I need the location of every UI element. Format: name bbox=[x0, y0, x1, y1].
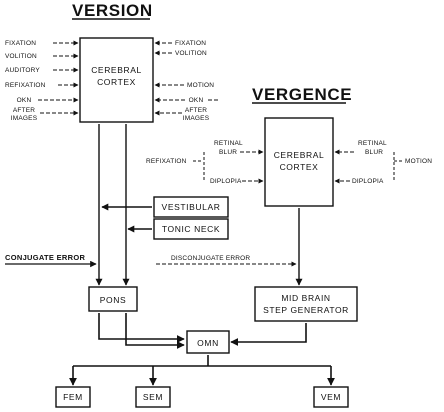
vem-label: VEM bbox=[321, 392, 341, 402]
input-okn-right: OKN bbox=[189, 97, 204, 104]
pons-box bbox=[88, 286, 138, 312]
input-motion-right: MOTION bbox=[187, 82, 214, 89]
input-okn-left: OKN bbox=[17, 97, 32, 104]
vestibular-box bbox=[153, 196, 229, 218]
input-refixation-left: REFIXATION bbox=[5, 82, 46, 89]
vergence-diplopia-left: DIPLOPIA bbox=[210, 178, 242, 185]
vergence-motion-right: MOTION bbox=[405, 158, 432, 165]
vergence-diplopia-right: DIPLOPIA bbox=[352, 178, 384, 185]
vergence-retinal-left: RETINAL bbox=[214, 140, 243, 147]
input-after-right: AFTER bbox=[185, 107, 207, 114]
pons-label: PONS bbox=[100, 295, 127, 305]
vergence-cerebral-cortex-box bbox=[264, 117, 334, 207]
omn-box bbox=[186, 330, 230, 354]
tonic-neck-label: TONIC NECK bbox=[162, 224, 220, 234]
vergence-refixation-left: REFIXATION bbox=[146, 158, 187, 165]
input-fixation-left: FIXATION bbox=[5, 40, 36, 47]
vergence-retinal-right: RETINAL bbox=[358, 140, 387, 147]
fem-label: FEM bbox=[63, 392, 83, 402]
midbrain-line1: MID BRAIN bbox=[281, 293, 330, 303]
omn-label: OMN bbox=[197, 338, 219, 348]
conjugate-error-label: CONJUGATE ERROR bbox=[5, 253, 85, 262]
vergence-blur-left: BLUR bbox=[219, 149, 237, 156]
input-images-right: IMAGES bbox=[183, 115, 210, 122]
version-cerebral-cortex-box bbox=[79, 37, 154, 123]
vergence-cortex-line1: CEREBRAL bbox=[274, 150, 325, 160]
input-volition-left: VOLITION bbox=[5, 53, 37, 60]
fem-box bbox=[55, 386, 91, 408]
version-cortex-line2: CORTEX bbox=[97, 77, 136, 87]
pons-to-omn-lower bbox=[125, 313, 185, 349]
vestibular-label: VESTIBULAR bbox=[162, 202, 221, 212]
pons-to-omn-upper bbox=[98, 313, 185, 343]
sem-label: SEM bbox=[143, 392, 163, 402]
midbrain-step-generator-box bbox=[254, 286, 358, 322]
version-cortex-line1: CEREBRAL bbox=[91, 65, 142, 75]
input-after-left: AFTER bbox=[13, 107, 35, 114]
sem-box bbox=[135, 386, 171, 408]
midbrain-line2: STEP GENERATOR bbox=[263, 305, 349, 315]
midbrain-to-omn bbox=[230, 323, 307, 346]
vem-box bbox=[313, 386, 349, 408]
input-volition-right: VOLITION bbox=[175, 50, 207, 57]
version-heading: VERSION bbox=[72, 1, 153, 20]
input-fixation-right: FIXATION bbox=[175, 40, 206, 47]
vergence-cortex-line2: CORTEX bbox=[280, 162, 319, 172]
input-images-left: IMAGES bbox=[11, 115, 38, 122]
vergence-blur-right: BLUR bbox=[365, 149, 383, 156]
disconjugate-error-label: DISCONJUGATE ERROR bbox=[171, 255, 250, 262]
vergence-heading: VERGENCE bbox=[252, 85, 352, 104]
tonic-neck-box bbox=[153, 218, 229, 240]
input-auditory-left: AUDITORY bbox=[5, 67, 40, 74]
